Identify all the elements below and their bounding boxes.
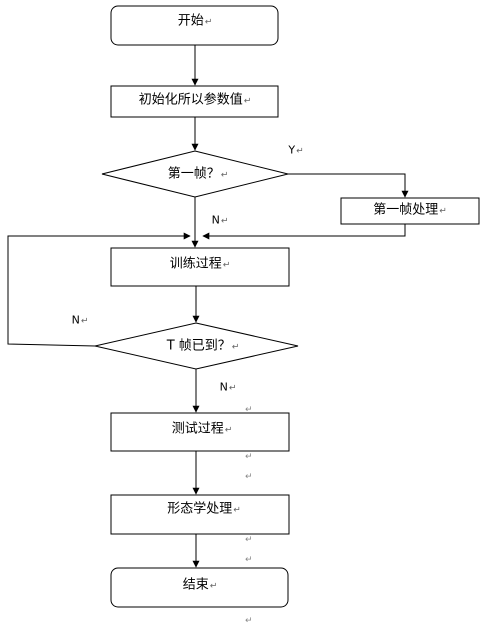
return-mark: ↵ xyxy=(231,342,240,353)
test-text: 测试过程 xyxy=(171,421,224,437)
first-frame-q-label: 第一帧？↵ xyxy=(168,167,229,184)
edge-label-first-no: N↵ xyxy=(211,213,229,228)
init-process xyxy=(110,85,279,118)
paragraph-mark: ↵ xyxy=(245,535,253,545)
first-frame-proc-text: 第一帧处理 xyxy=(373,202,439,218)
end-label: 结束↵ xyxy=(183,578,218,595)
init-label: 初始化所以参数值↵ xyxy=(139,93,252,110)
morph-process xyxy=(110,494,290,535)
end-text: 结束 xyxy=(182,577,209,593)
return-mark: ↵ xyxy=(233,505,241,516)
return-mark: ↵ xyxy=(243,96,252,107)
edge-label-t-down-no: N↵ xyxy=(219,380,237,395)
morph-label: 形态学处理↵ xyxy=(167,502,241,519)
end-terminal xyxy=(110,567,289,608)
paragraph-mark: ↵ xyxy=(245,452,253,462)
return-mark: ↵ xyxy=(228,383,237,394)
edge-first-proc-return xyxy=(202,224,406,240)
train-text: 训练过程 xyxy=(169,256,222,272)
edge-label-t-loop-no: N↵ xyxy=(71,313,89,328)
return-mark: ↵ xyxy=(222,260,231,271)
return-mark: ↵ xyxy=(220,170,229,181)
edge-label-text: N xyxy=(211,213,220,227)
edge-t-loop-back xyxy=(7,232,191,347)
edge-first-yes xyxy=(288,173,409,198)
init-text: 初始化所以参数值 xyxy=(138,92,243,108)
paragraph-mark: ↵ xyxy=(245,405,253,415)
edge-label-text: Y xyxy=(288,143,296,157)
morph-text: 形态学处理 xyxy=(167,501,233,517)
return-mark: ↵ xyxy=(224,425,233,436)
test-process xyxy=(110,412,290,452)
edge-label-text: N xyxy=(71,313,80,327)
paragraph-mark: ↵ xyxy=(245,616,253,626)
train-process xyxy=(110,247,290,287)
first-frame-q-text: 第一帧？ xyxy=(167,166,220,182)
first-frame-proc-label: 第一帧处理↵ xyxy=(373,203,447,220)
return-mark: ↵ xyxy=(220,216,229,227)
return-mark: ↵ xyxy=(439,206,447,217)
paragraph-mark: ↵ xyxy=(245,555,253,565)
train-label: 训练过程↵ xyxy=(170,257,231,274)
return-mark: ↵ xyxy=(209,581,218,592)
first-frame-process xyxy=(340,197,480,225)
paragraph-mark: ↵ xyxy=(245,472,253,482)
start-label: 开始↵ xyxy=(178,14,213,31)
return-mark: ↵ xyxy=(204,17,213,28)
start-text: 开始 xyxy=(177,13,204,29)
t-frames-q-text: T 帧已到？ xyxy=(166,338,231,354)
return-mark: ↵ xyxy=(296,146,304,157)
edge-label-text: N xyxy=(219,380,228,394)
test-label: 测试过程↵ xyxy=(172,422,233,439)
t-frames-q-label: T 帧已到？↵ xyxy=(167,339,240,356)
return-mark: ↵ xyxy=(80,316,89,327)
edge-label-first-yes: Y↵ xyxy=(288,143,304,158)
